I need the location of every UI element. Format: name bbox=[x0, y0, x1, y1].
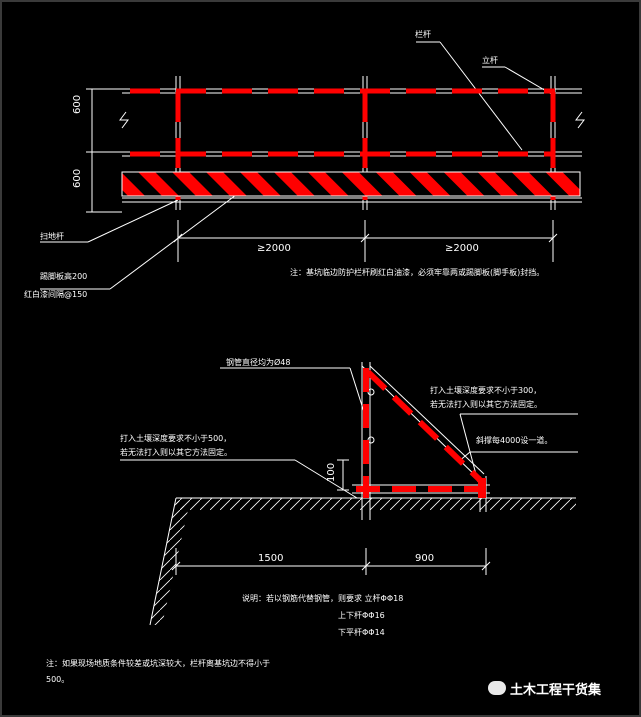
dim-height-upper: 600 bbox=[72, 94, 83, 114]
label-embed-left-2: 若无法打入则以其它方法固定。 bbox=[120, 448, 232, 457]
label-embed-left-1: 打入土壤深度要求不小于500， bbox=[120, 434, 232, 443]
label-toe-board: 踢脚板高200 bbox=[40, 272, 88, 281]
elevation-view bbox=[40, 41, 585, 290]
slope-hatch bbox=[150, 498, 188, 625]
dim-span-right: ≥2000 bbox=[445, 243, 479, 254]
leader-post bbox=[439, 41, 523, 151]
dim-900: 900 bbox=[415, 553, 435, 564]
elevation-note: 注：基坑临边防护栏杆刷红白油漆，必须牢靠两或踢脚板(脚手板)封挡。 bbox=[290, 268, 545, 277]
wechat-icon bbox=[488, 681, 506, 695]
label-upright: 立杆 bbox=[482, 56, 498, 65]
dim-1500: 1500 bbox=[258, 553, 284, 564]
section-red bbox=[356, 368, 483, 498]
red-section-brace bbox=[365, 369, 483, 483]
label-pipe: 钢管直径均为Ø48 bbox=[226, 358, 291, 367]
dim-100: 100 bbox=[326, 462, 337, 482]
leader-sweep bbox=[87, 199, 179, 243]
break-mark-right bbox=[575, 111, 585, 129]
label-post: 栏杆 bbox=[415, 30, 431, 39]
label-paint-band: 红白漆间隔@150 bbox=[24, 290, 88, 299]
label-brace: 斜撑每4000设一道。 bbox=[476, 436, 553, 445]
red-dash-rails bbox=[130, 88, 556, 200]
label-sweep-pole: 扫地杆 bbox=[40, 232, 64, 241]
red-stake-cap bbox=[478, 478, 486, 498]
watermark-text: 土木工程干货集 bbox=[510, 683, 602, 698]
section-note-2: 上下杆ΦΦ16 bbox=[338, 611, 385, 620]
ground-hatch bbox=[176, 498, 576, 510]
label-embed-right-2: 若无法打入则以其它方法固定。 bbox=[430, 400, 542, 409]
section-view bbox=[120, 362, 578, 626]
bottom-note-1: 注：如果现场地质条件较差或坑深较大，栏杆离基坑边不得小于 bbox=[46, 659, 270, 668]
bottom-note-2: 500。 bbox=[46, 675, 70, 684]
break-mark-left bbox=[119, 111, 129, 129]
dim-height-lower: 600 bbox=[72, 168, 83, 188]
section-note-1: 说明：若以钢筋代替钢管，则要求 立杆ΦΦ18 bbox=[242, 594, 404, 603]
toe-board bbox=[121, 171, 581, 197]
leader-toe-board bbox=[109, 191, 241, 290]
label-embed-right-1: 打入土壤深度要求不小于300， bbox=[430, 386, 542, 395]
dim-span-left: ≥2000 bbox=[257, 243, 291, 254]
section-note-3: 下平杆ΦΦ14 bbox=[338, 628, 385, 637]
